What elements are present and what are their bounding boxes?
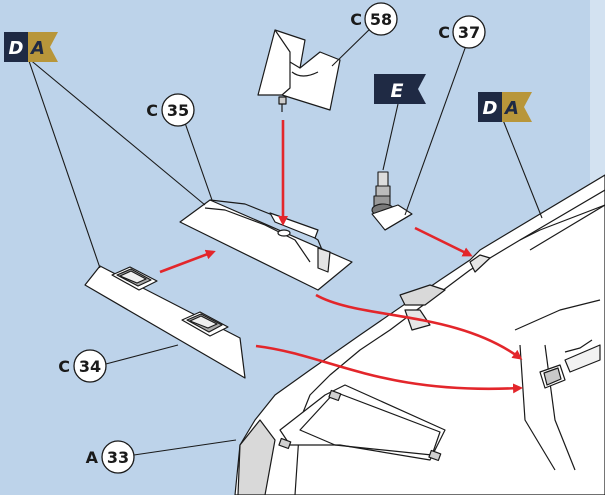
flag-letter: A: [503, 98, 519, 119]
part-37-antenna-mount: [371, 171, 413, 231]
leader-35: [183, 119, 213, 201]
part-number: 37: [458, 23, 480, 42]
part-prefix: C: [350, 10, 362, 29]
part-prefix: A: [86, 448, 99, 467]
leader-58: [331, 23, 376, 67]
flag-letter: D: [483, 98, 498, 119]
part-prefix: C: [146, 101, 158, 120]
vision-block-2: [181, 311, 229, 337]
flag-e: E: [374, 74, 426, 104]
arrow-34-to-hull: [255, 344, 523, 394]
part-prefix: C: [58, 357, 70, 376]
vision-block-1: [111, 266, 158, 291]
callout-part-35: C 35: [146, 93, 195, 127]
leader-lines: [27, 23, 543, 456]
arrow-35-to-hull: [315, 293, 523, 360]
flag-letter: D: [9, 38, 24, 59]
callout-part-37: C 37: [438, 15, 486, 49]
flag-letter: A: [29, 38, 45, 59]
callout-part-34: C 34: [58, 349, 107, 383]
part-number: 33: [107, 448, 129, 467]
arrow-34-to-35: [159, 249, 216, 274]
callout-part-58: C 58: [350, 2, 398, 36]
part-58-bracket: [257, 29, 341, 112]
leader-da-left-2: [27, 57, 206, 206]
part-number: 34: [79, 357, 101, 376]
leader-33: [133, 439, 237, 456]
leader-da-left-1: [27, 57, 101, 269]
flag-da-right: D A: [478, 92, 532, 122]
callout-part-33: A 33: [86, 440, 135, 474]
part-number: 58: [370, 10, 392, 29]
part-number: 35: [167, 101, 189, 120]
flag-letter: E: [391, 80, 404, 102]
arrow-37-to-hull: [414, 226, 473, 257]
leader-da-right: [502, 119, 543, 219]
hull-assembly: [234, 174, 605, 495]
assembly-arrows: [159, 120, 523, 394]
leader-e: [382, 103, 399, 171]
leader-37: [404, 39, 469, 216]
part-prefix: C: [438, 23, 450, 42]
flag-da-left: D A: [4, 32, 58, 62]
leader-34: [101, 344, 179, 366]
part-34-plate: [84, 265, 246, 379]
